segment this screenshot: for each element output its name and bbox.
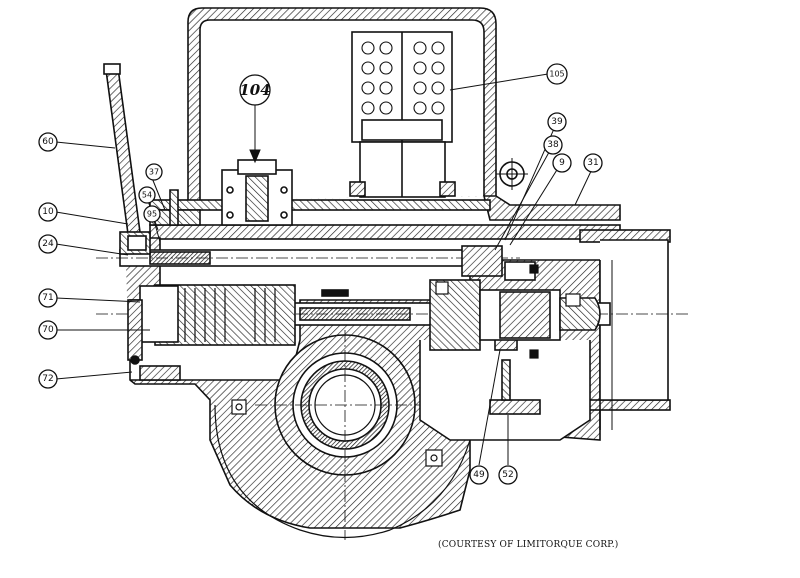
callout-54-label: 54: [142, 191, 152, 200]
callout-104: [239, 74, 271, 106]
terminal-block: [349, 31, 456, 198]
callout-71-label: 71: [42, 293, 53, 303]
callout-95-label: 95: [147, 210, 157, 219]
callout-38-label: 38: [547, 140, 559, 150]
callout-72: [38, 369, 58, 389]
callout-105: [546, 63, 568, 85]
callout-9-label: 9: [559, 158, 565, 168]
callout-72-label: 72: [42, 374, 53, 384]
callout-105-label: 105: [549, 70, 564, 79]
callout-39-label: 39: [551, 117, 563, 127]
callout-24: [38, 234, 58, 254]
callout-54: [138, 186, 156, 204]
callout-24-label: 24: [42, 239, 54, 249]
callout-10-label: 10: [42, 207, 54, 217]
callout-52-label: 52: [502, 470, 513, 480]
callout-70: [38, 320, 58, 340]
callout-38: [543, 135, 563, 155]
declutch-lever: [105, 67, 141, 235]
callout-52: [498, 465, 518, 485]
callout-70-label: 70: [42, 325, 54, 335]
cover-plate: [149, 199, 491, 211]
limit-switch-mechanism: [221, 159, 293, 226]
courtesy-credit: (COURTESY OF LIMITORQUE CORP.): [438, 540, 619, 550]
callout-104-label: 104: [239, 81, 270, 99]
callout-49-label: 49: [473, 470, 485, 480]
callout-9: [552, 153, 572, 173]
callout-95: [143, 205, 161, 223]
callout-31: [583, 153, 603, 173]
callout-49: [469, 465, 489, 485]
callout-60: [38, 132, 58, 152]
callout-31-label: 31: [587, 158, 598, 168]
callout-71: [38, 288, 58, 308]
callout-10: [38, 202, 58, 222]
callout-37: [145, 163, 163, 181]
callout-39: [547, 112, 567, 132]
callout-37-label: 37: [149, 168, 159, 177]
callout-60-label: 60: [42, 137, 54, 147]
